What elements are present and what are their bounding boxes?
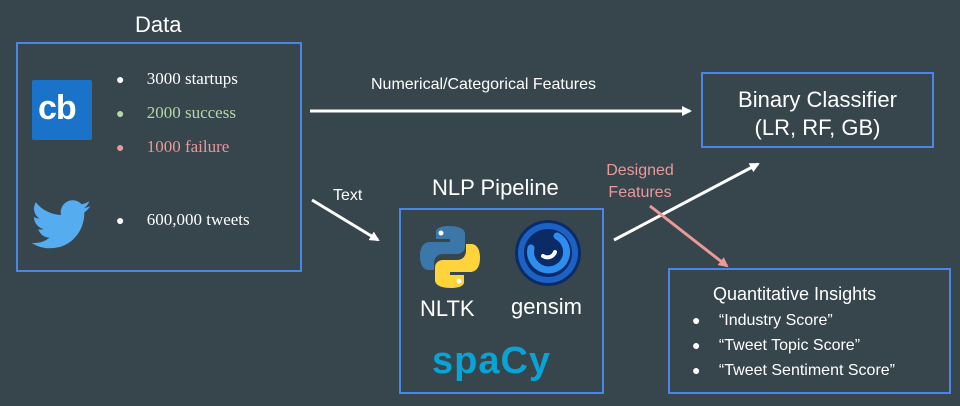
crunchbase-logo-text: cb xyxy=(38,89,77,127)
insight-item: ● “Industry Score” xyxy=(692,312,833,329)
features-to-classifier-arrow xyxy=(613,162,760,242)
insight-item: ● “Tweet Sentiment Score” xyxy=(692,362,895,379)
stat-failure-label: 1000 failure xyxy=(146,137,230,156)
classifier-box: Binary Classifier (LR, RF, GB) xyxy=(701,72,934,148)
stat-tweets-label: 600,000 tweets xyxy=(146,210,250,229)
designed-features-arrow xyxy=(649,204,729,268)
data-title: Data xyxy=(135,12,182,37)
nltk-label: NLTK xyxy=(420,296,475,321)
twitter-bird-icon xyxy=(32,200,91,249)
designed-label-line2: Features xyxy=(608,184,672,201)
designed-label-line1: Designed xyxy=(606,162,674,179)
numerical-features-label: Numerical/Categorical Features xyxy=(371,76,596,93)
insight-industry-score: “Industry Score” xyxy=(718,312,833,329)
stat-success: ● 2000 success xyxy=(116,103,236,122)
text-arrow xyxy=(311,198,380,242)
insights-title: Quantitative Insights xyxy=(713,284,877,304)
gensim-logo-icon xyxy=(515,220,581,286)
classifier-title: Binary Classifier xyxy=(738,87,897,112)
insights-box xyxy=(668,268,951,394)
nlp-box xyxy=(399,208,604,394)
data-box xyxy=(16,42,302,272)
stat-startups-label: 3000 startups xyxy=(146,69,238,88)
insight-tweet-sentiment-score: “Tweet Sentiment Score” xyxy=(718,362,895,379)
crunchbase-logo: cb xyxy=(32,80,92,140)
insight-tweet-topic-score: “Tweet Topic Score” xyxy=(718,337,861,354)
stat-tweets: ● 600,000 tweets xyxy=(116,210,250,229)
spacy-logo-text: spaCy xyxy=(432,340,552,382)
insight-item: ● “Tweet Topic Score” xyxy=(692,337,861,354)
text-label: Text xyxy=(333,187,363,204)
stat-failure: ● 1000 failure xyxy=(116,137,230,156)
stat-startups: ● 3000 startups xyxy=(116,69,238,88)
stat-success-label: 2000 success xyxy=(146,103,236,122)
classifier-models: (LR, RF, GB) xyxy=(754,115,881,140)
gensim-label: gensim xyxy=(511,294,582,319)
python-logo-icon xyxy=(420,226,480,288)
designed-features-label: Designed Features xyxy=(590,160,690,204)
nlp-title: NLP Pipeline xyxy=(432,175,559,200)
